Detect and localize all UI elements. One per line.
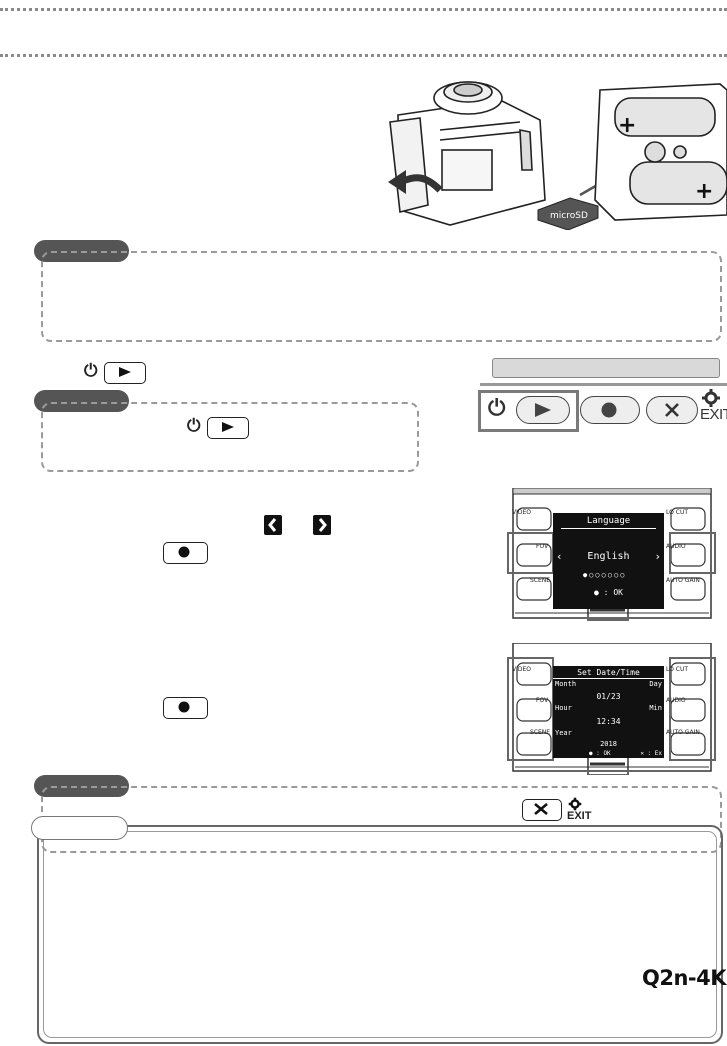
cancel-button (646, 396, 698, 424)
year-value: 2018 (600, 740, 617, 748)
side-label-audio: AUDIO (666, 697, 686, 704)
side-label-fov: FOV (536, 543, 549, 550)
right-arrow-key-icon (313, 515, 331, 535)
power-icon: ⏻ (488, 395, 506, 420)
cancel-hint: ✕ : Ex (640, 750, 662, 757)
ok-hint: ● : OK (594, 588, 623, 597)
info-tab (31, 816, 128, 840)
year-label: Year (555, 729, 572, 737)
power-play-highlight (478, 390, 579, 432)
time-value: 12:34 (596, 717, 621, 726)
hour-label: Hour (555, 704, 572, 712)
info-box-inner (43, 831, 717, 1038)
page-dots: ●○○○○○○ (583, 571, 627, 579)
side-label-scene: SCENE (530, 729, 551, 736)
camera-battery-illustration (594, 83, 727, 221)
record-button-key (163, 542, 208, 564)
exit-label: EXIT (700, 406, 727, 423)
screen-divider (553, 678, 664, 679)
exit-label: EXIT (567, 810, 592, 822)
screen-divider (561, 528, 656, 529)
battery-plus-top: + (618, 113, 636, 138)
model-name: Q2n-4K (642, 966, 727, 990)
camera-panel-divider (480, 383, 727, 386)
play-button (516, 396, 570, 424)
play-button-key (207, 417, 249, 439)
datetime-title: Set Date/Time (577, 668, 640, 677)
date-value: 01/23 (596, 692, 621, 701)
left-chevron-icon: ‹ (556, 550, 563, 563)
side-label-lo-cut: LO CUT (666, 666, 689, 673)
note-box-1 (41, 251, 722, 342)
side-label-scene: SCENE (530, 577, 551, 584)
play-icon (119, 367, 131, 377)
info-box (37, 825, 723, 1044)
datetime-screen: Set Date/Time Month Day 01/23 Hour Min 1… (553, 666, 664, 758)
language-screen: Language ‹ English › ●○○○○○○ ● : OK (553, 513, 664, 609)
record-button (580, 396, 640, 424)
day-label: Day (649, 680, 662, 688)
right-chevron-icon: › (654, 550, 661, 563)
ok-hint: ● : OK (589, 750, 611, 757)
power-icon: ⏻ (187, 416, 201, 435)
camera-open-cover-illustration (389, 81, 546, 226)
gear-icon (702, 389, 720, 407)
side-label-video: VIDEO (512, 666, 532, 673)
language-screen-title: Language (586, 516, 631, 526)
svg-text:microSD: microSD (550, 211, 588, 221)
note-box-2 (41, 402, 419, 472)
side-label-audio: AUDIO (666, 543, 686, 550)
play-button-key (104, 362, 146, 384)
header-dotted-line (0, 8, 727, 11)
power-icon: ⏻ (84, 361, 98, 380)
battery-plus-bottom: + (695, 179, 713, 204)
camera-screen-edge (492, 358, 720, 378)
month-label: Month (555, 680, 577, 688)
side-label-auto-gain: AUTO GAIN (666, 729, 700, 736)
microsd-card-illustration: microSD (537, 197, 599, 230)
battery-microsd-illustration: microSD + + (388, 81, 727, 230)
language-value: English (587, 551, 630, 562)
gear-icon (568, 797, 582, 811)
cancel-button-key (522, 799, 562, 821)
side-label-fov: FOV (536, 697, 549, 704)
side-label-video: VIDEO (512, 509, 532, 516)
min-label: Min (649, 704, 662, 712)
side-label-auto-gain: AUTO GAIN (666, 577, 700, 584)
left-arrow-key-icon (264, 515, 282, 535)
section-dotted-line (0, 54, 727, 57)
note-tab-2 (34, 390, 129, 412)
record-button-key (163, 697, 208, 719)
side-label-lo-cut: LO CUT (666, 509, 689, 516)
